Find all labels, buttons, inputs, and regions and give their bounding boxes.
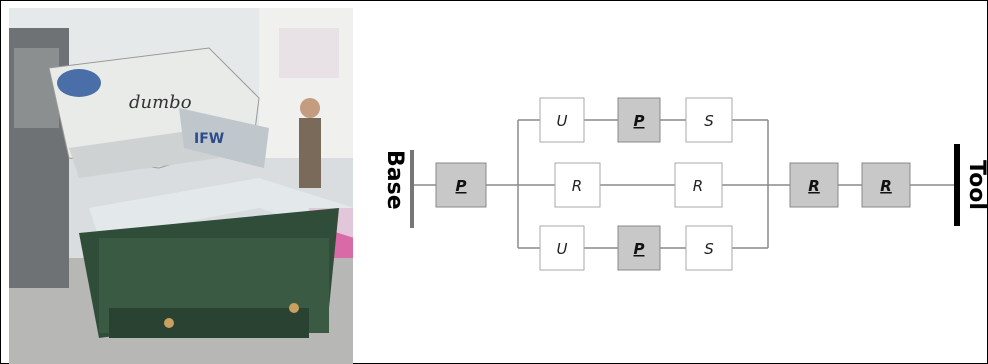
joint-leg1-u-label: U <box>557 112 568 130</box>
joint-wrist-r2-label: R <box>880 177 892 195</box>
joint-wrist-r1 <box>789 162 839 208</box>
kinematic-diagram: Base Tool P U P S R R U P S R R <box>382 97 988 271</box>
joint-leg3-p <box>617 225 661 271</box>
joint-wrist-r1-label: R <box>808 177 820 195</box>
joint-leg3-u-label: U <box>557 240 568 258</box>
machine-photo: dumbo IFW <box>9 8 353 364</box>
connection-lines <box>412 119 956 249</box>
joint-leg2-r2-label: R <box>693 177 703 195</box>
joint-leg3-p-label: P <box>634 240 645 258</box>
joint-leg1-s <box>685 97 733 143</box>
joint-wrist-r2 <box>861 162 911 208</box>
joint-leg3-s-label: S <box>704 240 714 258</box>
joint-leg2-r2 <box>674 162 723 208</box>
tool-bar <box>954 144 960 226</box>
tool-label: Tool <box>964 160 988 210</box>
base-bar <box>410 150 414 228</box>
joint-leg1-p-label: P <box>634 112 645 130</box>
joint-leg1-p <box>617 97 661 143</box>
joint-leg3-s <box>685 225 733 271</box>
machine-brand-text: dumbo <box>129 92 192 113</box>
base-label: Base <box>382 150 407 210</box>
joint-base-p-label: P <box>456 177 467 195</box>
joint-leg1-s-label: S <box>704 112 714 130</box>
joint-leg2-r1-label: R <box>572 177 582 195</box>
joint-base-p <box>435 162 487 208</box>
joint-leg1-u <box>539 97 585 143</box>
arm-label-text: IFW <box>194 131 224 147</box>
joint-leg3-u <box>539 225 585 271</box>
joint-leg2-r1 <box>554 162 601 208</box>
